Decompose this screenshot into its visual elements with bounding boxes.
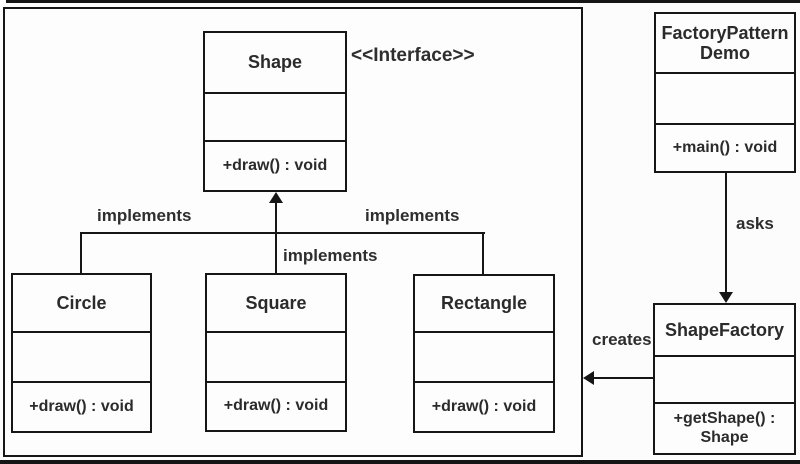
top-letterbox-bar — [6, 0, 800, 3]
class-name-shape: Shape — [247, 52, 303, 73]
bottom-letterbox-bar — [0, 460, 800, 464]
class-box-shape: Shape +draw() : void — [203, 31, 347, 192]
asks-label: asks — [736, 214, 774, 233]
implements-label-left: implements — [97, 206, 192, 225]
class-name-square: Square — [245, 292, 307, 313]
class-attributes-shape — [205, 92, 345, 140]
implements-label-right: implements — [365, 206, 460, 225]
class-name-rectangle: Rectangle — [440, 293, 528, 314]
class-method-shape: +draw() : void — [205, 140, 345, 190]
class-box-circle: Circle +draw() : void — [11, 273, 152, 433]
implements-label-middle: implements — [283, 246, 378, 265]
class-attributes-rectangle — [415, 331, 553, 381]
implements-connector-horizontal — [81, 232, 485, 234]
class-attributes-shapefactory — [655, 355, 794, 402]
creates-arrowhead-icon — [583, 371, 594, 385]
class-name-circle: Circle — [56, 292, 107, 313]
class-name-factorypatterndemo: FactoryPattern Demo — [661, 22, 789, 63]
creates-connector-line — [593, 377, 653, 379]
implements-connector-left-vertical — [80, 232, 82, 273]
class-box-square: Square +draw() : void — [205, 273, 347, 432]
interface-stereotype-label: <<Interface>> — [351, 45, 475, 66]
class-method-factorypatterndemo: +main() : void — [656, 123, 794, 171]
class-method-rectangle: +draw() : void — [415, 381, 553, 431]
implements-connector-middle-vertical — [275, 201, 277, 273]
class-method-shapefactory: +getShape() : Shape — [655, 402, 794, 453]
implements-connector-right-vertical — [482, 232, 484, 274]
asks-connector-line — [725, 172, 727, 293]
class-attributes-factorypatterndemo — [656, 72, 794, 123]
class-method-square: +draw() : void — [207, 381, 345, 430]
class-name-shapefactory: ShapeFactory — [664, 319, 785, 340]
class-box-rectangle: Rectangle +draw() : void — [413, 274, 555, 433]
creates-label: creates — [592, 330, 652, 349]
class-attributes-square — [207, 331, 345, 381]
implements-arrowhead-icon — [269, 192, 283, 203]
class-box-shapefactory: ShapeFactory +getShape() : Shape — [653, 303, 796, 455]
class-box-factorypatterndemo: FactoryPattern Demo +main() : void — [654, 12, 796, 173]
asks-arrowhead-icon — [719, 292, 733, 303]
class-method-circle: +draw() : void — [13, 381, 150, 431]
class-attributes-circle — [13, 331, 150, 381]
